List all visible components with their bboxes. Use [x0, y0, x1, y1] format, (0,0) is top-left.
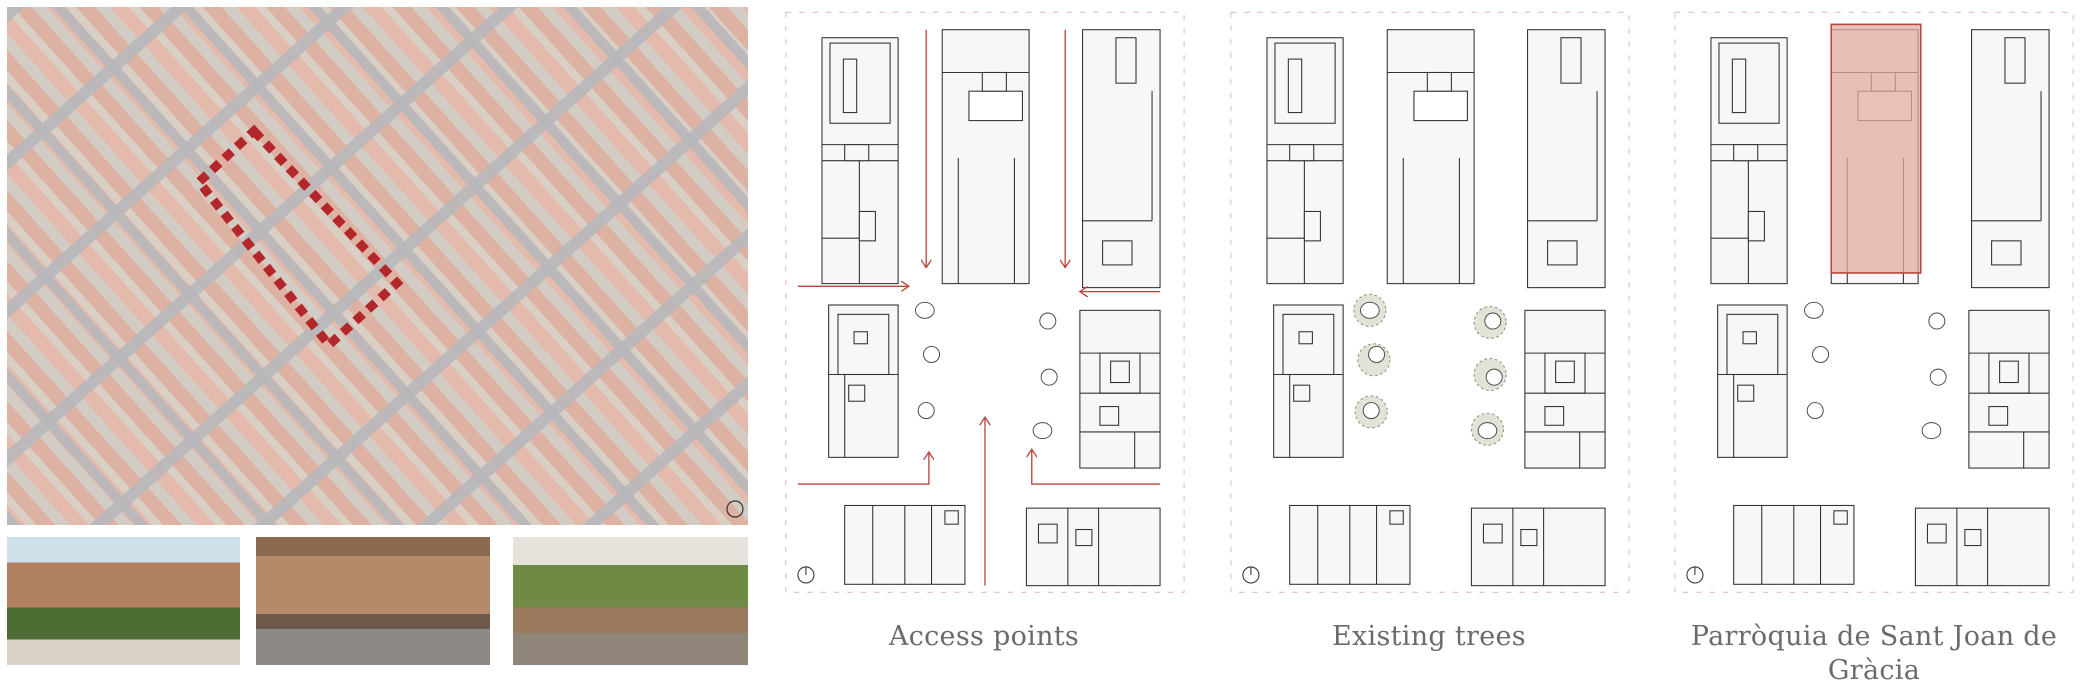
- building-plan: [797, 29, 1161, 587]
- building-plan: [1242, 29, 1606, 587]
- access-arrow: [1032, 449, 1161, 485]
- church-highlight: [1830, 23, 1922, 274]
- aerial-photo: [7, 7, 748, 525]
- tree-icons: [915, 301, 1058, 440]
- parroquia-diagram: [1673, 11, 2075, 595]
- tree-icons: [1804, 301, 1947, 440]
- aerial-veil: [7, 7, 748, 525]
- north-icon: [726, 500, 744, 518]
- photo-square-trees: [256, 537, 490, 665]
- access-arrow: [797, 452, 929, 485]
- caption-existing-trees: Existing trees: [1332, 621, 1526, 652]
- access-points-diagram: [784, 11, 1186, 595]
- existing-trees-diagram: [1229, 11, 1631, 595]
- caption-access-points: Access points: [888, 621, 1080, 652]
- photo-church-street: [7, 537, 240, 665]
- caption-parroquia: Parròquia de Sant Joan de Gràcia: [1690, 621, 2058, 686]
- site-outline: [192, 124, 744, 518]
- photo-plaza: [513, 537, 748, 665]
- tree-canopies: [1353, 293, 1507, 446]
